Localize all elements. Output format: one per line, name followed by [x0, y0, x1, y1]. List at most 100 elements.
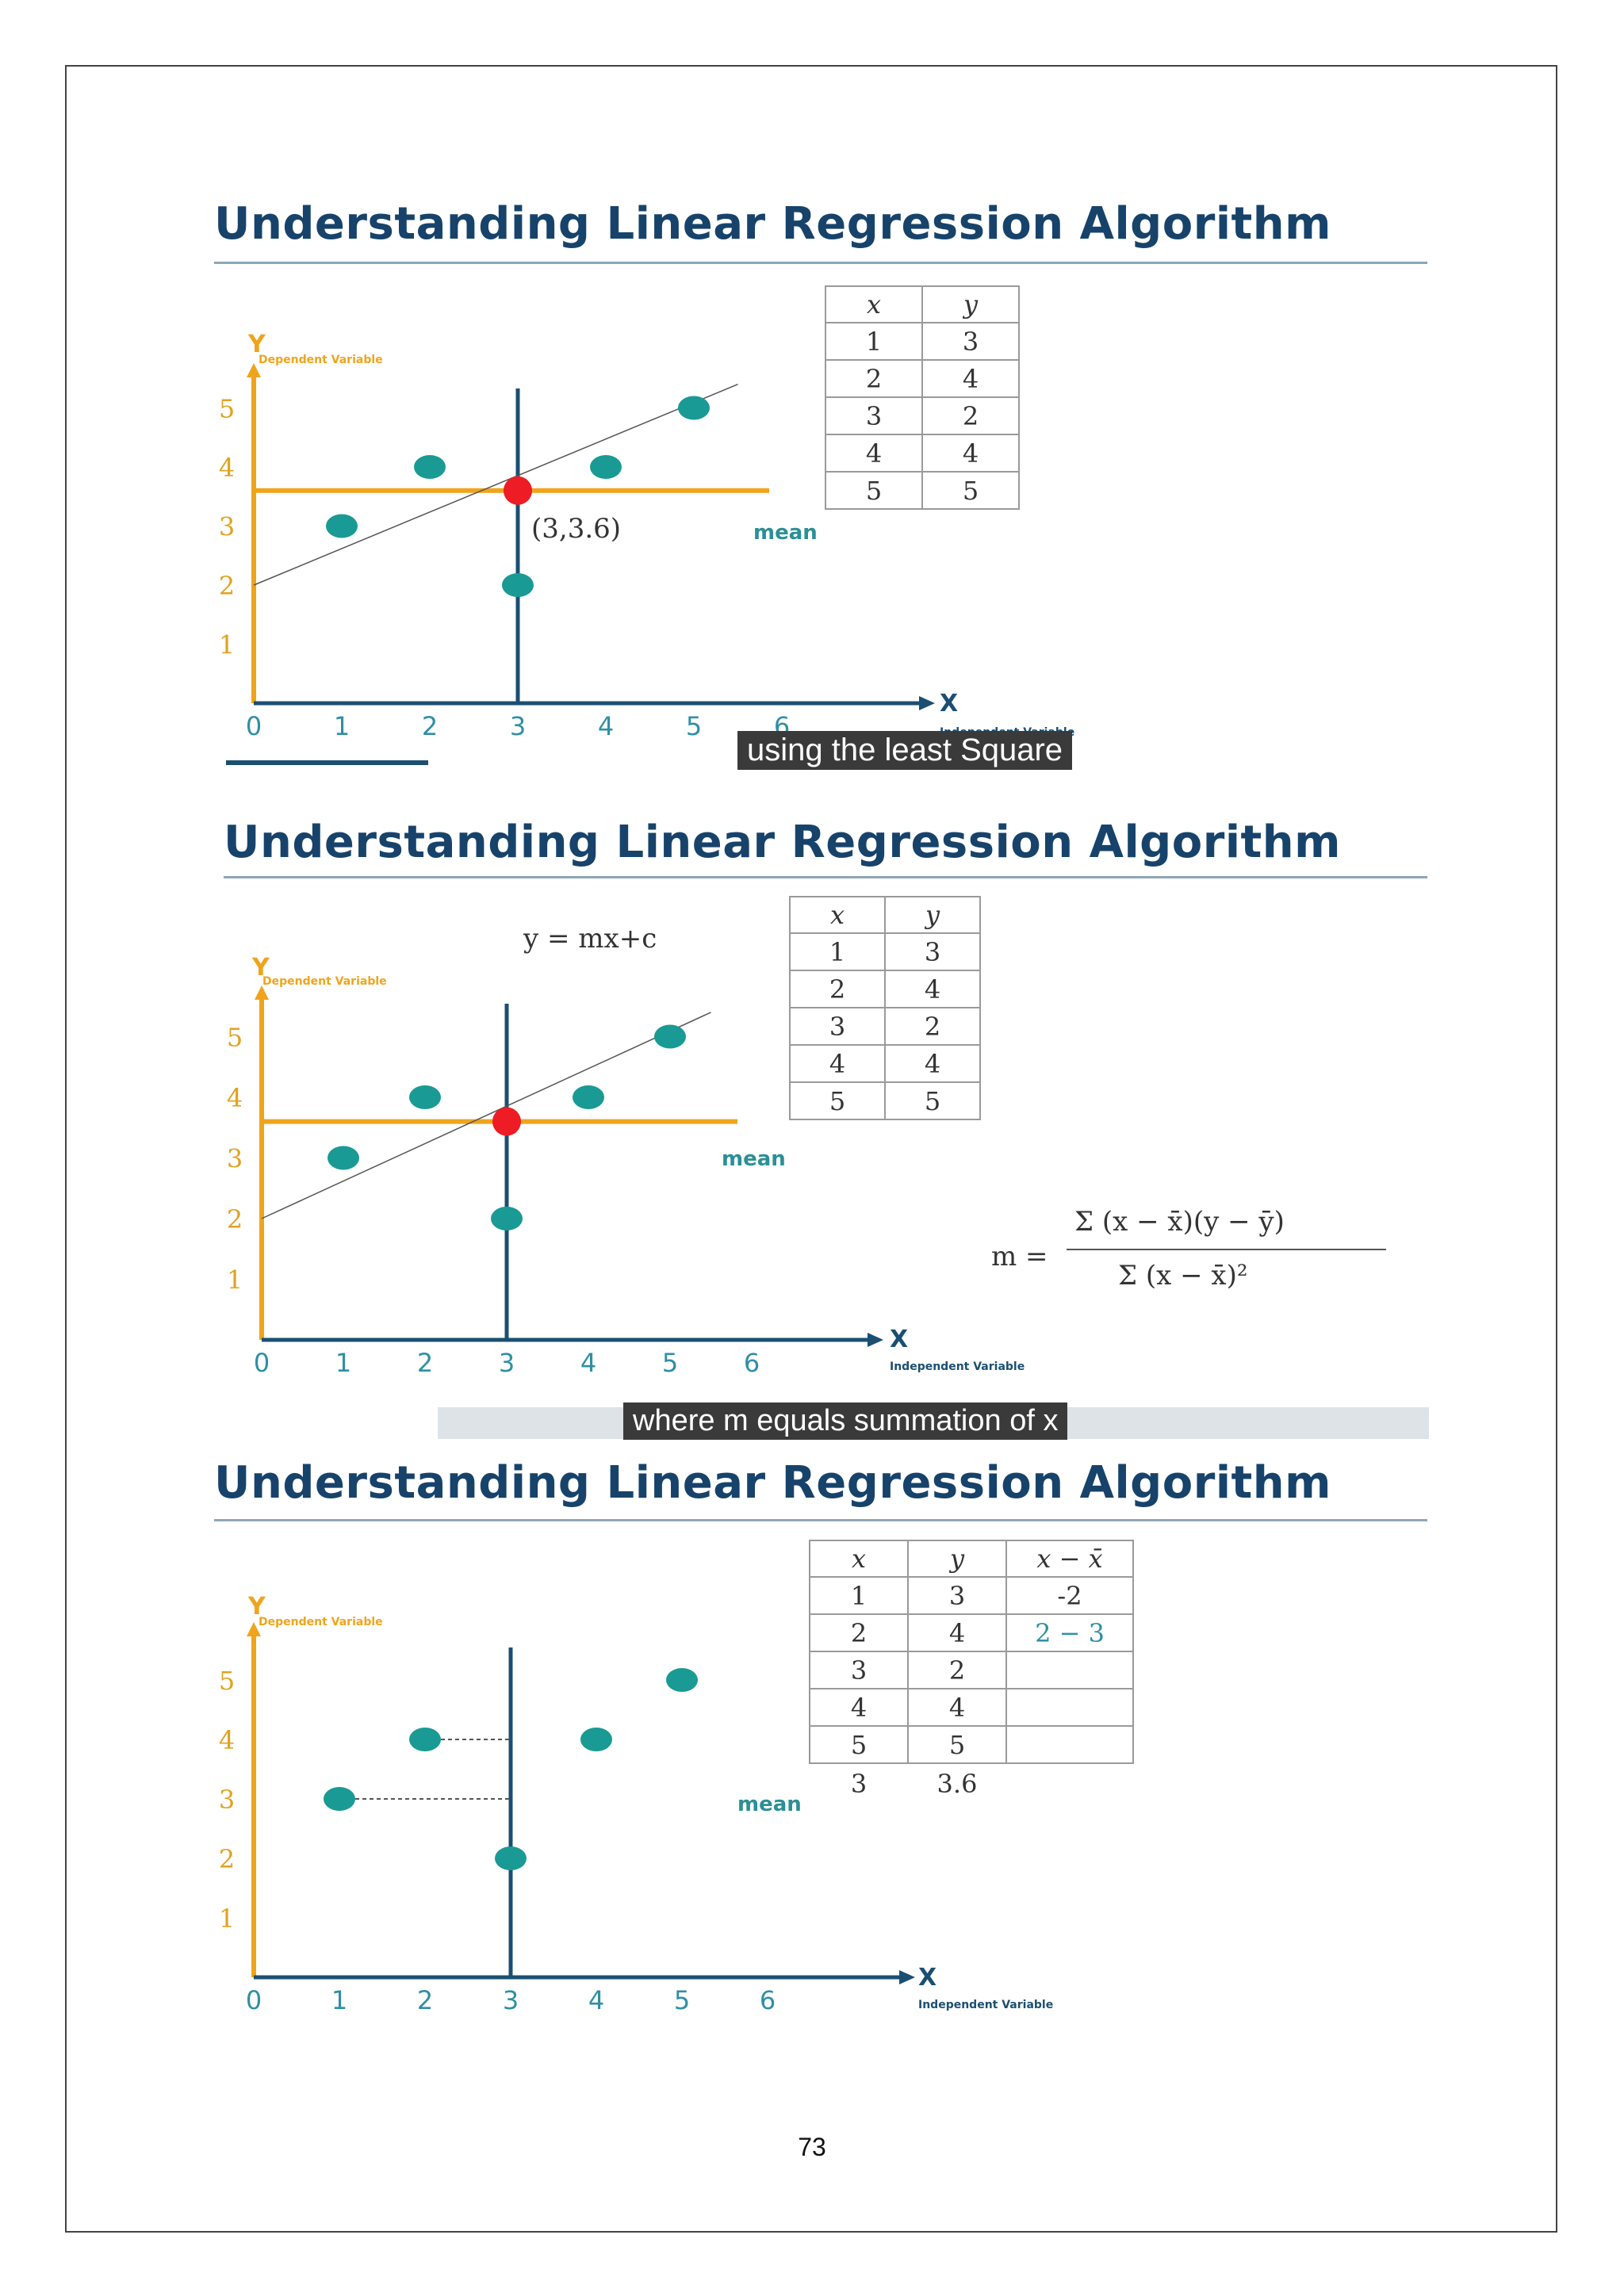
- table-cell: 3: [884, 932, 981, 971]
- table-cell: 1: [789, 932, 886, 971]
- table-cell: 2: [809, 1613, 909, 1652]
- y-tick-label: 2: [219, 571, 235, 601]
- table-cell: 4: [921, 359, 1020, 398]
- video-caption: where m equals summation of x: [623, 1402, 1068, 1440]
- y-tick-label: 5: [219, 394, 235, 424]
- x-tick-label: 6: [744, 1348, 760, 1378]
- mean-point: [504, 476, 532, 505]
- x-tick-label: 1: [331, 1985, 347, 2015]
- x-axis-label: Independent Variable: [918, 1999, 1053, 2011]
- x-axis-arrow-icon: [868, 1333, 883, 1347]
- x-tick-label: 3: [503, 1985, 519, 2015]
- data-point: [324, 1787, 355, 1811]
- x-tick-label: 6: [760, 1985, 776, 2015]
- table-cell: 4: [907, 1613, 1007, 1652]
- table-cell: 4: [907, 1688, 1007, 1727]
- y-tick-label: 5: [227, 1023, 243, 1053]
- y-tick-label: 2: [219, 1844, 235, 1874]
- x-tick-label: 5: [662, 1348, 678, 1378]
- table-cell: [1005, 1725, 1134, 1764]
- mean-label: mean: [722, 1147, 786, 1171]
- table-mean-cell: 3: [850, 1769, 868, 1799]
- table-header: x: [789, 896, 886, 934]
- slide-title: Understanding Linear Regression Algorith…: [224, 817, 1342, 868]
- data-point: [678, 396, 710, 420]
- data-point: [326, 514, 358, 538]
- table-cell: 4: [825, 434, 923, 473]
- data-point: [409, 1085, 441, 1109]
- table-header: y: [921, 285, 1020, 323]
- data-point: [409, 1728, 441, 1751]
- y-tick-label: 5: [219, 1666, 235, 1696]
- x-axis-letter: X: [940, 690, 958, 718]
- x-tick-label: 0: [254, 1348, 270, 1378]
- table-header: y: [907, 1540, 1007, 1578]
- mean-point: [492, 1107, 521, 1136]
- table-cell: 2: [825, 359, 923, 398]
- table-cell: -2: [1005, 1576, 1134, 1615]
- slide-title: Understanding Linear Regression Algorith…: [214, 198, 1332, 250]
- slope-formula-denominator: Σ (x − x̄)²: [1118, 1260, 1247, 1292]
- table-cell: 3: [809, 1651, 909, 1689]
- data-point: [654, 1024, 686, 1049]
- x-tick-label: 2: [422, 711, 438, 741]
- data-point: [414, 455, 446, 479]
- y-axis-letter: Y: [247, 1593, 266, 1621]
- line-equation: y = mx+c: [523, 923, 657, 955]
- y-tick-label: 1: [219, 1904, 235, 1934]
- table-cell: 5: [825, 471, 923, 510]
- table-cell: 4: [921, 434, 1020, 473]
- table-cell: 5: [921, 471, 1020, 510]
- table-cell: 1: [825, 322, 923, 361]
- title-rule: [224, 876, 1427, 878]
- data-point: [502, 573, 534, 597]
- x-tick-label: 4: [580, 1348, 596, 1378]
- table-cell: 2: [907, 1651, 1007, 1689]
- y-tick-label: 3: [227, 1144, 243, 1174]
- table-cell: 4: [884, 1044, 981, 1083]
- slide-2: Understanding Linear Regression Algorith…: [190, 817, 1459, 1387]
- x-tick-label: 1: [334, 711, 350, 741]
- x-tick-label: 0: [246, 711, 262, 741]
- x-axis-label: Independent Variable: [890, 1360, 1025, 1373]
- table-cell: 1: [809, 1576, 909, 1615]
- x-axis-letter: X: [890, 1326, 908, 1353]
- x-axis-arrow-icon: [919, 696, 935, 710]
- data-point: [327, 1146, 359, 1170]
- table-cell: 2 − 3: [1005, 1613, 1134, 1652]
- slide-1: Understanding Linear Regression Algorith…: [190, 198, 1459, 770]
- slope-formula-numerator: Σ (x − x̄)(y − ȳ): [1074, 1206, 1285, 1238]
- y-axis-label: Dependent Variable: [259, 354, 383, 366]
- x-tick-label: 4: [588, 1985, 604, 2015]
- y-tick-label: 1: [227, 1265, 243, 1295]
- x-tick-label: 5: [686, 711, 702, 741]
- regression-line: [253, 384, 738, 586]
- data-point: [590, 455, 622, 479]
- y-axis-letter: Y: [247, 331, 266, 358]
- x-tick-label: 3: [510, 711, 526, 741]
- table-cell: 5: [884, 1081, 981, 1120]
- y-tick-label: 4: [219, 453, 235, 483]
- title-rule: [214, 1519, 1427, 1521]
- data-point: [495, 1846, 527, 1870]
- y-axis-arrow-icon: [247, 1622, 261, 1636]
- x-tick-label: 2: [417, 1348, 433, 1378]
- table-cell: 2: [789, 970, 886, 1008]
- slide-title: Understanding Linear Regression Algorith…: [214, 1457, 1332, 1509]
- table-cell: 5: [809, 1725, 909, 1764]
